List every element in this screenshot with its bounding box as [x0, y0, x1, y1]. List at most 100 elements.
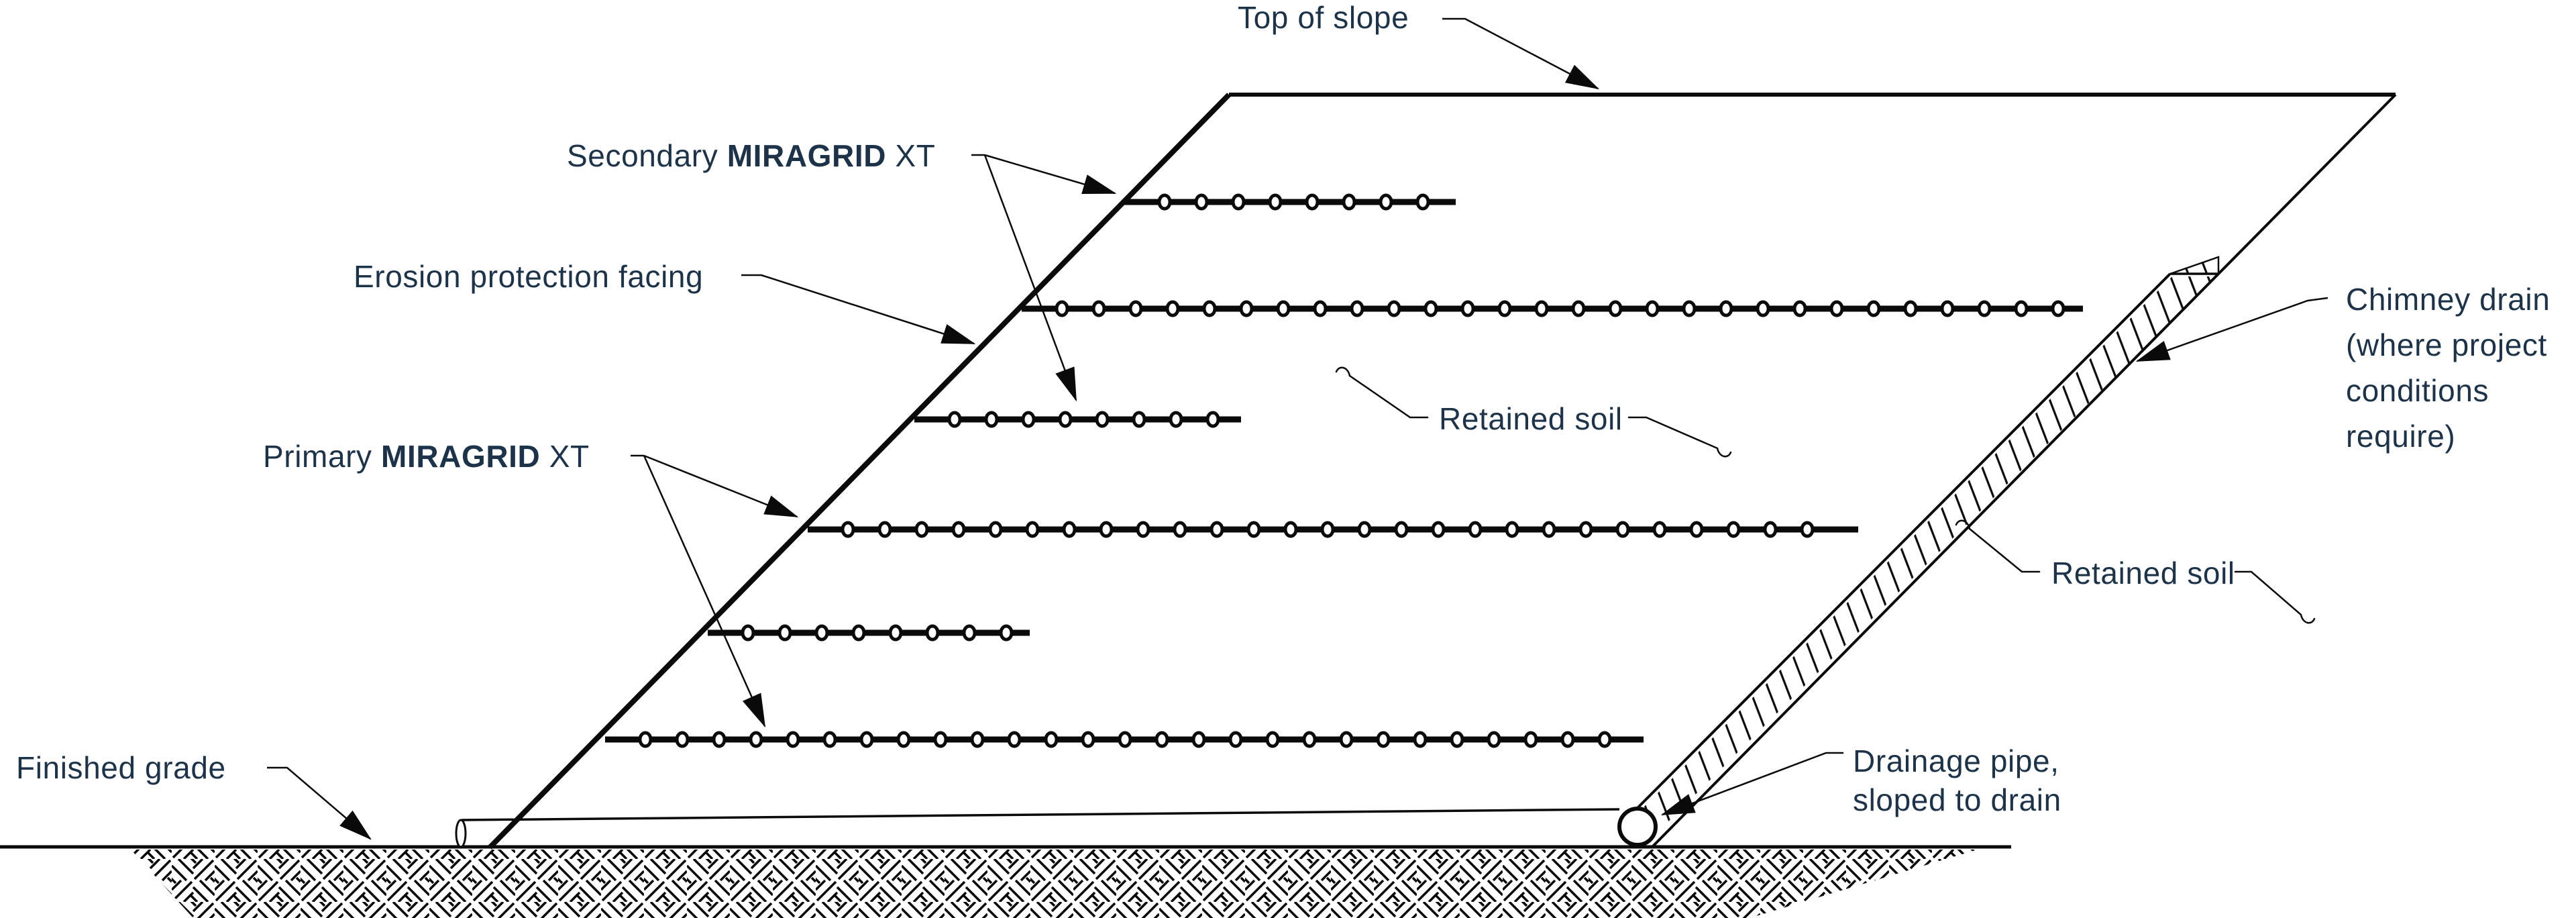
geogrid-node [1313, 300, 1328, 317]
geogrid-node [1202, 300, 1217, 317]
geogrid-node [1044, 731, 1059, 748]
geogrid-node [2051, 300, 2065, 317]
left-slope-face-line [488, 93, 1231, 850]
geogrid-node [1431, 521, 1446, 538]
geogrid-node [1155, 731, 1169, 748]
geogrid-node [1719, 300, 1733, 317]
geogrid-node [1169, 411, 1183, 428]
geogrid-node [712, 731, 727, 748]
geogrid-node [1099, 521, 1114, 538]
label-drainage-pipe: Drainage pipe, sloped to drain [1853, 744, 2061, 817]
geogrid-node [1062, 521, 1077, 538]
geogrid-node [1571, 300, 1586, 317]
geogrid-node [999, 624, 1014, 642]
geogrid-node [1268, 193, 1283, 211]
label-chimney-drain: Chimney drain (where project conditions … [2346, 282, 2550, 454]
geogrid-node [1394, 521, 1409, 538]
geogrid-node [1305, 193, 1320, 211]
geogrid-node [1194, 193, 1209, 211]
geogrid-node [1940, 300, 1955, 317]
geogrid-node [1379, 193, 1393, 211]
drainage-pipe-outlet-circle [1617, 807, 1658, 847]
geogrid-node [1025, 521, 1040, 538]
geogrid-node [749, 731, 763, 748]
geogrid-node [1645, 300, 1660, 317]
geogrid-node [1136, 521, 1150, 538]
drainage-pipe [455, 807, 1658, 848]
leader-retained-mid-right [1627, 416, 1732, 458]
geogrid-node [877, 521, 892, 538]
svg-text:require): require) [2346, 419, 2455, 454]
leader-secondary-to-layer3 [983, 154, 1077, 402]
geogrid-node [896, 731, 911, 748]
geogrid-node [1597, 731, 1612, 748]
geogrid-node [947, 411, 962, 428]
geogrid-node [1726, 521, 1741, 538]
geogrid-node [1560, 731, 1575, 748]
geogrid-node [851, 624, 866, 642]
geogrid-node [1320, 521, 1335, 538]
geogrid-layer-primary [1022, 300, 2083, 317]
geogrid-node [1505, 521, 1519, 538]
annotation-labels: Top of slope Secondary MIRAGRID XT Erosi… [16, 0, 2550, 817]
chimney-drain-hatch-fill [1635, 276, 2216, 837]
geogrid-node [1055, 300, 1069, 317]
geogrid-node [914, 521, 929, 538]
geogrid-node [1829, 300, 1844, 317]
geogrid-node [1977, 300, 1992, 317]
geogrid-node [1800, 521, 1815, 538]
geogrid-node [1342, 193, 1356, 211]
geogrid-node [1246, 521, 1261, 538]
geogrid-node [888, 624, 903, 642]
geogrid-node [1350, 300, 1364, 317]
geogrid-node [970, 731, 985, 748]
geogrid-node [1265, 731, 1280, 748]
geogrid-layers [605, 193, 2083, 748]
leader-erosion-facing [741, 274, 976, 345]
geogrid-node [2014, 300, 2029, 317]
geogrid-node [814, 624, 829, 642]
geogrid-node [1792, 300, 1807, 317]
chimney-drain-band [1631, 256, 2220, 837]
drainage-pipe-top-line [461, 808, 1620, 821]
geogrid-node [1173, 521, 1187, 538]
geogrid-node [1228, 731, 1243, 748]
geogrid-node [988, 521, 1003, 538]
geogrid-node [1095, 411, 1110, 428]
geogrid-node [1523, 731, 1538, 748]
geogrid-node [1276, 300, 1291, 317]
label-retained-soil-mid: Retained soil [1439, 401, 1623, 436]
geogrid-node [1415, 193, 1430, 211]
leader-retained-right-right [2234, 570, 2316, 624]
leader-top-of-slope [1442, 17, 1600, 90]
label-primary-miragrid: Primary MIRAGRID XT [263, 439, 590, 474]
geogrid-node [741, 624, 755, 642]
leader-drainage-pipe [1660, 752, 1843, 816]
right-slope-line [1650, 93, 2397, 849]
ground-hatch-area [131, 850, 1978, 918]
geogrid-node [1450, 731, 1464, 748]
leader-finished-grade [267, 766, 372, 840]
label-erosion-facing: Erosion protection facing [354, 259, 703, 294]
chimney-inner-line [1631, 272, 2171, 815]
geogrid-node [951, 521, 966, 538]
geogrid-node [1497, 300, 1512, 317]
geogrid-node [1468, 521, 1483, 538]
geogrid-layer-secondary [1124, 193, 1456, 211]
geogrid-node [1376, 731, 1391, 748]
leader-retained-right-left [1955, 519, 2041, 573]
svg-text:Chimney drain: Chimney drain [2346, 282, 2550, 317]
geogrid-node [984, 411, 999, 428]
label-finished-grade: Finished grade [16, 750, 226, 785]
geogrid-node [1578, 521, 1593, 538]
ground [0, 845, 2011, 918]
geogrid-layer-secondary [914, 411, 1241, 428]
geogrid-node [1413, 731, 1428, 748]
geogrid-node [1021, 411, 1036, 428]
leader-lines [267, 17, 2328, 840]
geogrid-node [1058, 411, 1073, 428]
geogrid-node [1157, 193, 1172, 211]
svg-text:(where project: (where project [2346, 327, 2547, 362]
geogrid-node [1460, 300, 1475, 317]
